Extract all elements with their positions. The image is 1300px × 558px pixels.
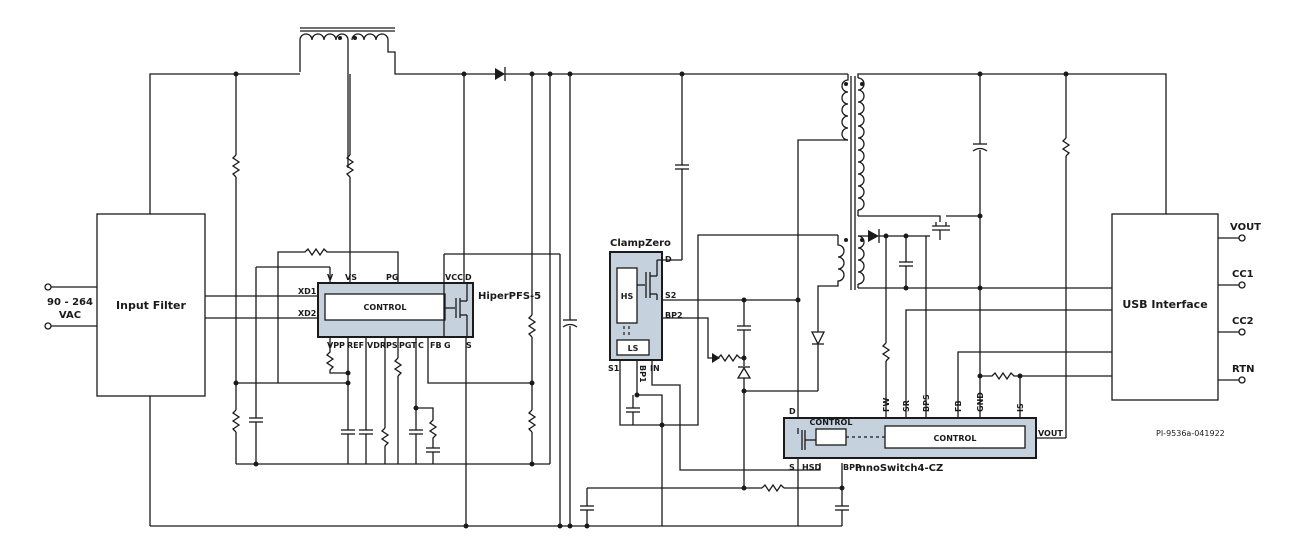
ac-input-terminal-l <box>44 283 52 291</box>
clampzero-ls-label: LS <box>628 344 639 353</box>
cz-pin-d: D <box>665 255 672 264</box>
hiperpfs-ic <box>317 282 474 338</box>
inno-pin-fw: FW <box>882 398 891 412</box>
pin-xd2: XD2 <box>298 309 316 318</box>
innoswitch-control-main-label: CONTROL <box>934 434 977 443</box>
pin-d-pfs: D <box>465 273 472 282</box>
inno-pin-bpp: BPP <box>843 463 861 472</box>
sr-mosfet <box>926 215 980 240</box>
clampzero-name: ClampZero <box>610 238 671 249</box>
vout-terminal <box>1238 234 1246 242</box>
pin-v: V <box>327 273 334 282</box>
innoswitch-primary-mosfet <box>797 428 816 450</box>
cc2-terminal <box>1238 328 1246 336</box>
cz-pin-bp2: BP2 <box>665 311 683 320</box>
pin-vpp: VPP <box>327 341 345 350</box>
pin-xd1: XD1 <box>298 287 317 296</box>
cz-pin-s1: S1 <box>608 364 620 373</box>
cc1-terminal <box>1238 281 1246 289</box>
usb-rtn-label: RTN <box>1232 364 1254 375</box>
hiperpfs-control-block <box>324 293 446 321</box>
inno-pin-sr: SR <box>902 400 911 412</box>
innoswitch-control-left-label: CONTROL <box>810 418 853 427</box>
inno-pin-gnd: GND <box>976 392 985 412</box>
pfc-inductor <box>299 27 464 168</box>
clampzero-hs-label: HS <box>621 292 634 301</box>
pin-pgt: PGT <box>399 341 417 350</box>
innoswitch-name: InnoSwitch4-CZ <box>855 463 943 474</box>
pin-g: G <box>444 341 451 350</box>
pin-fb-pfs: FB <box>430 341 442 350</box>
cz-pin-s2: S2 <box>665 291 676 300</box>
pfc-output-diode <box>495 67 506 81</box>
clampzero-mosfet <box>637 259 662 300</box>
hiperpfs-mosfet <box>445 283 468 337</box>
innoswitch-control-left-block <box>815 428 847 446</box>
part-number: PI-9536a-041922 <box>1156 429 1225 438</box>
pin-ps: PS <box>386 341 398 350</box>
cz-pin-in: IN <box>650 364 660 373</box>
usb-interface-block <box>1111 213 1219 401</box>
clampzero-ls-block <box>616 339 650 356</box>
input-voltage-line2: VAC <box>59 310 81 321</box>
ac-input-terminal-n <box>44 322 52 330</box>
inno-pin-is: IS <box>1016 403 1025 412</box>
inno-pin-bps: BPS <box>922 394 931 412</box>
pin-pg: PG <box>386 273 398 282</box>
rtn-terminal <box>1238 376 1246 384</box>
usb-cc2-label: CC2 <box>1232 316 1254 327</box>
inno-pin-fb: FB <box>954 400 963 412</box>
pin-vdr: VDR <box>367 341 386 350</box>
inno-pin-s: S <box>789 463 795 472</box>
pin-vcc: VCC <box>445 273 463 282</box>
clampzero-hs-block <box>616 267 638 324</box>
inno-pin-d: D <box>789 407 796 416</box>
usb-cc1-label: CC1 <box>1232 269 1254 280</box>
pin-c: C <box>418 341 424 350</box>
usb-vout-label: VOUT <box>1230 222 1261 233</box>
input-voltage-line1: 90 - 264 <box>47 297 93 308</box>
input-filter-label: Input Filter <box>116 299 186 312</box>
hiperpfs-name: HiperPFS-5 <box>478 291 541 302</box>
inno-pin-hsd: HSD <box>802 463 821 472</box>
input-filter-block <box>96 213 206 397</box>
pin-vs: VS <box>345 273 357 282</box>
hiperpfs-control-label: CONTROL <box>364 303 407 312</box>
usb-interface-label: USB Interface <box>1122 298 1207 311</box>
pin-s-pfs: S <box>466 341 472 350</box>
pin-ref: REF <box>347 341 364 350</box>
inno-pin-vout: VOUT <box>1038 429 1063 438</box>
cz-pin-bp1: BP1 <box>638 365 647 383</box>
flyback-transformer <box>797 73 1167 526</box>
